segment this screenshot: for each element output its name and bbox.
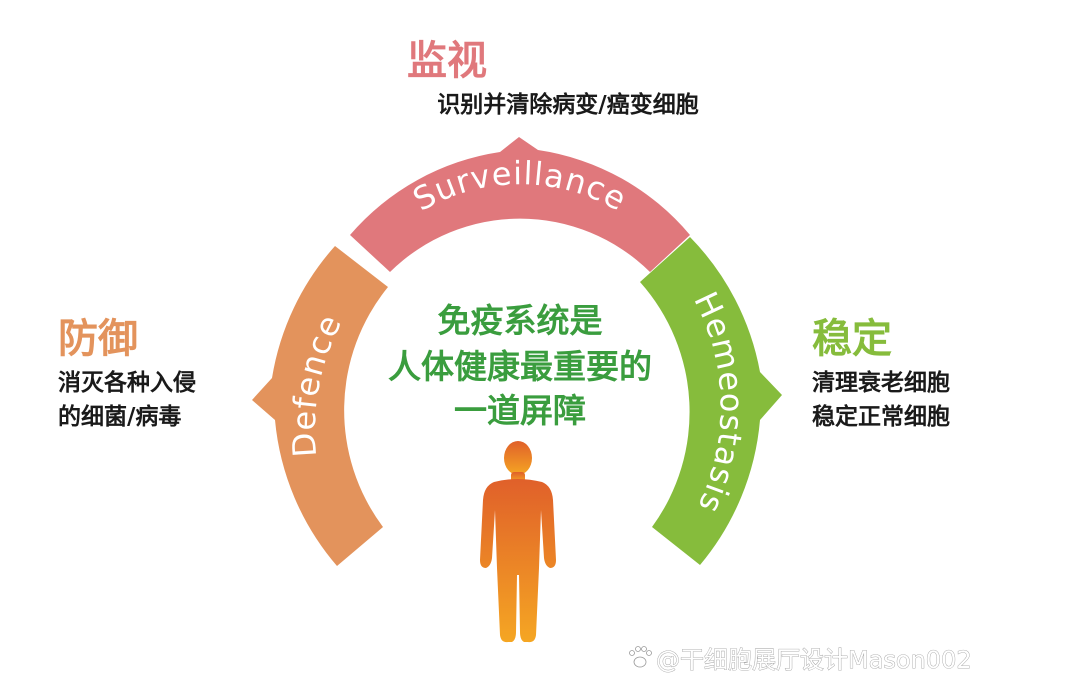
watermark-text: @干细胞展厅设计Mason002 (656, 646, 972, 674)
defence-desc-line-1: 消灭各种入侵 (58, 369, 196, 396)
center-line-3: 一道屏障 (454, 391, 586, 430)
surveillance-arc (350, 137, 690, 272)
homeostasis-segment: Hemeostasis (640, 237, 782, 565)
watermark: @干细胞展厅设计Mason002 (629, 646, 972, 674)
center-line-1: 免疫系统是 (438, 301, 603, 340)
defence-desc-line-2: 的细菌/病毒 (58, 403, 181, 430)
homeostasis-desc-line-1: 清理衰老细胞 (812, 369, 950, 396)
center-line-2: 人体健康最重要的 (388, 347, 652, 386)
homeostasis-arc (640, 237, 782, 565)
surveillance-desc: 识别并清除病变/癌变细胞 (437, 91, 698, 118)
defence-title: 防御 (58, 316, 138, 362)
surveillance-segment: Surveillance (350, 137, 690, 272)
homeostasis-desc-line-2: 稳定正常细胞 (812, 403, 950, 430)
defence-segment: Defence (252, 246, 388, 566)
homeostasis-title: 稳定 (812, 316, 892, 362)
human-figure-icon (480, 441, 556, 643)
defence-arc (252, 246, 388, 566)
surveillance-title: 监视 (407, 38, 487, 84)
paw-icon (629, 646, 652, 668)
